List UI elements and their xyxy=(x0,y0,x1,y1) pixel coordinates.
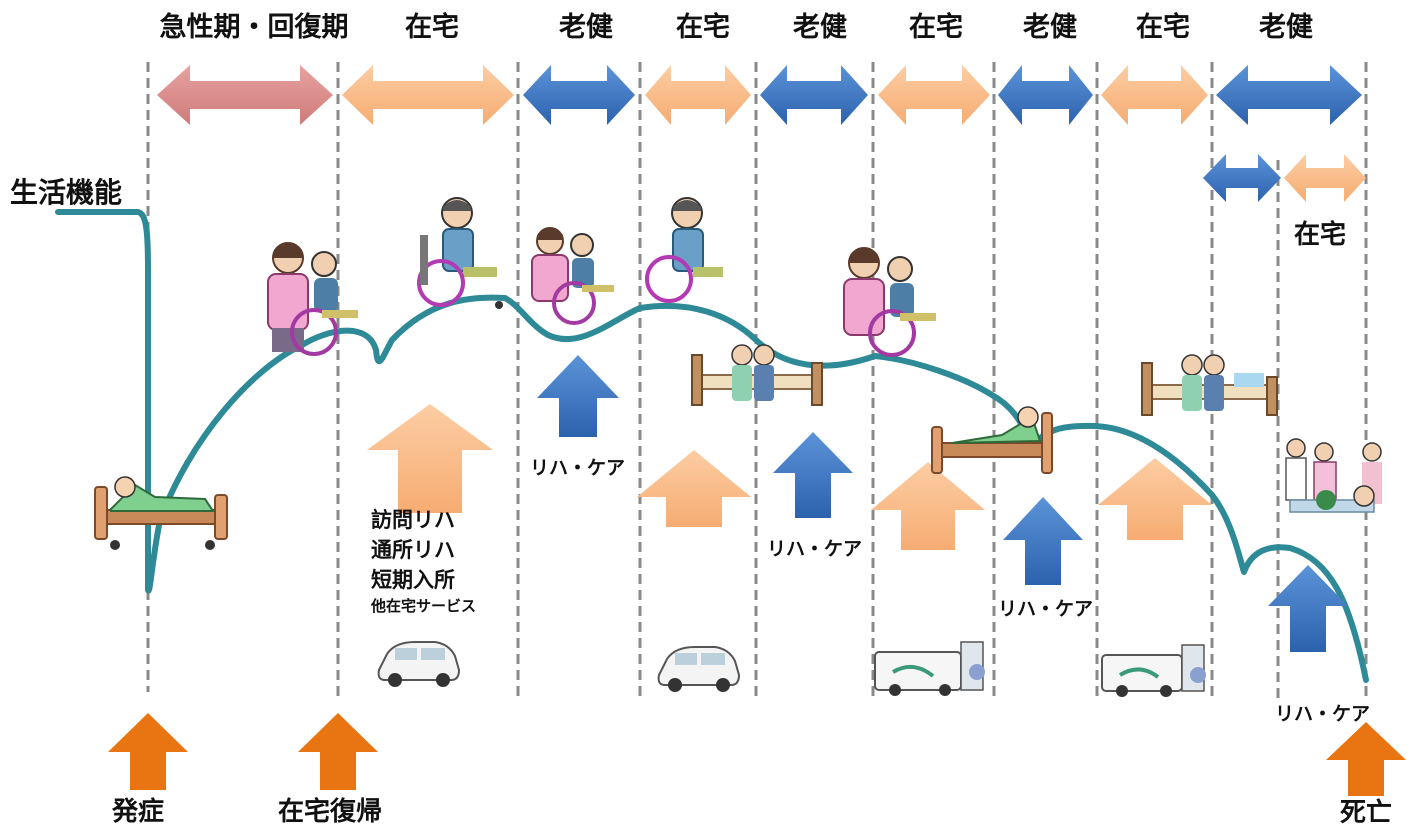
acute-phase-arrow xyxy=(157,65,333,125)
car-icon xyxy=(377,641,461,687)
home-service-item: 短期入所 xyxy=(371,568,455,592)
death-arrow xyxy=(1326,722,1406,796)
rehab-care-label: リハ・ケア xyxy=(530,457,626,479)
care-van-icon xyxy=(874,641,985,696)
event-arrows xyxy=(108,713,1406,796)
home-service-item: 通所リハ xyxy=(371,538,455,562)
phase-dividers xyxy=(146,62,1368,700)
bed-pair-icon xyxy=(691,344,823,406)
rehab-care-label: リハ・ケア xyxy=(1275,703,1371,725)
car-icon xyxy=(657,646,741,692)
home-split-arrow xyxy=(1284,154,1366,202)
bed-pair-icon xyxy=(1141,354,1278,416)
caregiver-wheelchair-icon xyxy=(843,247,936,357)
home-phase-arrow xyxy=(878,65,990,125)
home-phase-arrow xyxy=(342,65,514,125)
care-arrows xyxy=(367,355,1348,652)
phase-arrows xyxy=(157,65,1366,202)
life-function-curve xyxy=(55,209,1369,683)
home-service-arrow xyxy=(367,404,493,513)
home-service-item: 他在宅サービス xyxy=(371,597,477,615)
family-bedside-icon xyxy=(1285,438,1382,513)
phase-label-facility: 老健 xyxy=(1259,12,1313,43)
phase-label-home: 在宅 xyxy=(676,12,730,43)
caregiver-wheelchair-icon xyxy=(267,242,358,356)
phase-label-home: 在宅 xyxy=(405,12,459,43)
bed-patient-icon xyxy=(931,406,1053,474)
wheelchair-user-icon xyxy=(645,197,723,303)
facility-rehab-arrow xyxy=(1268,565,1348,652)
home-service-arrow xyxy=(1098,458,1212,540)
facility-rehab-arrow xyxy=(537,355,619,437)
return-home-label: 在宅復帰 xyxy=(278,797,383,827)
facility-phase-arrow xyxy=(760,65,868,125)
phase-label-facility: 老健 xyxy=(1023,12,1077,43)
facility-phase-arrow xyxy=(998,65,1093,125)
onset-label: 発症 xyxy=(112,797,165,827)
home-phase-arrow xyxy=(1101,65,1208,125)
phase-label-facility: 老健 xyxy=(559,12,613,43)
bed-patient-icon xyxy=(94,476,228,550)
caregiver-wheelchair-icon xyxy=(531,227,614,325)
home-service-arrow xyxy=(637,450,751,527)
phase-label-acute: 急性期・回復期 xyxy=(159,12,349,43)
final-home-label: 在宅 xyxy=(1294,220,1347,250)
facility-phase-arrow xyxy=(523,65,635,125)
home-service-arrow xyxy=(871,462,985,550)
y-axis-label: 生活機能 xyxy=(10,176,123,209)
phase-label-home: 在宅 xyxy=(909,12,963,43)
phase-label-home: 在宅 xyxy=(1136,12,1190,43)
death-label: 死亡 xyxy=(1340,798,1393,828)
facility-rehab-arrow xyxy=(773,432,853,518)
facility-rehab-arrow xyxy=(1003,497,1083,585)
care-van-icon xyxy=(1101,644,1206,697)
home-phase-arrow xyxy=(645,65,751,125)
rehab-care-label: リハ・ケア xyxy=(998,598,1094,620)
facility-split-arrow xyxy=(1203,154,1281,202)
wheelchair-user-icon xyxy=(417,197,503,309)
onset-arrow xyxy=(108,713,188,790)
home-service-item: 訪問リハ xyxy=(371,508,455,532)
return-home-arrow xyxy=(298,713,378,790)
phase-label-facility: 老健 xyxy=(793,12,847,43)
facility-phase-arrow xyxy=(1216,65,1362,125)
rehab-care-label: リハ・ケア xyxy=(767,538,863,560)
